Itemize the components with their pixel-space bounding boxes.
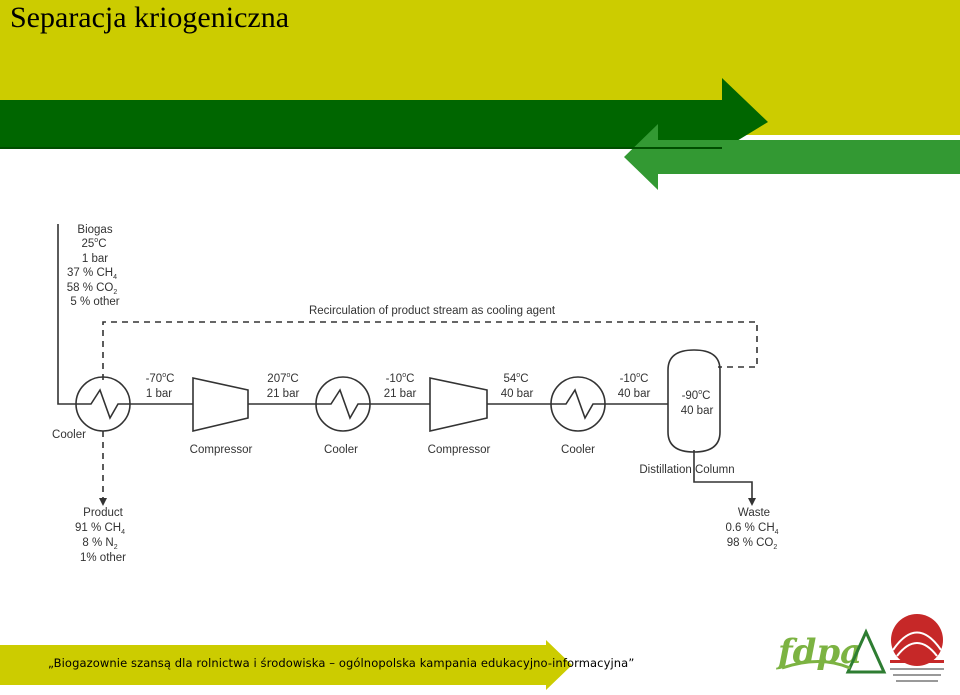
product-label: Product: [83, 507, 123, 519]
unit-label-cooler-1: Cooler: [52, 429, 86, 441]
dark-green-arrow: [0, 78, 768, 150]
waste-outlet-line: [693, 450, 753, 500]
column-pressure: 40 bar: [681, 405, 714, 417]
biogas-co2: 58 % CO2: [67, 282, 118, 296]
stream-2-pressure: 21 bar: [267, 388, 300, 400]
stream-4-temp: 54oC: [503, 372, 528, 385]
stream-3-pressure: 21 bar: [384, 388, 417, 400]
stream-1-temp: -70oC: [146, 372, 175, 385]
footer-text: „Biogazownie szansą dla rolnictwa i środ…: [48, 656, 635, 670]
footer-arrow: [0, 640, 572, 690]
process-diagram: [57, 224, 758, 500]
stream-5-temp: -10oC: [620, 372, 649, 385]
biogas-temp: 25oC: [81, 237, 106, 250]
cooler-1: [75, 376, 131, 432]
product-arrowhead: [99, 498, 107, 506]
stream-3-temp: -10oC: [386, 372, 415, 385]
stream-5-pressure: 40 bar: [618, 388, 651, 400]
compressor-2: [429, 377, 488, 433]
arrow-shadow: [0, 147, 722, 149]
unit-label-compressor-1: Compressor: [190, 444, 253, 456]
fdpa-logo: fdpa: [776, 628, 887, 674]
slide-title: Separacja kriogeniczna: [10, 1, 290, 34]
waste-co2: 98 % CO2: [727, 537, 778, 551]
biogas-ch4: 37 % CH4: [67, 267, 117, 281]
unit-label-compressor-2: Compressor: [428, 444, 491, 456]
biogas-other: 5 % other: [70, 296, 119, 308]
column-temp: -90oC: [682, 389, 711, 402]
unit-label-distillation-column: Distillation Column: [639, 464, 734, 476]
waste-label: Waste: [738, 507, 770, 519]
waste-arrowhead: [748, 498, 756, 506]
biogas-label: Biogas: [77, 224, 112, 236]
header-band: [0, 0, 960, 100]
recirculation-label: Recirculation of product stream as cooli…: [309, 305, 556, 317]
product-other: 1% other: [80, 552, 126, 564]
cooler-3: [550, 376, 606, 432]
emblem-logo: [890, 614, 944, 682]
biogas-pressure: 1 bar: [82, 253, 108, 265]
unit-label-cooler-2: Cooler: [324, 444, 358, 456]
compressor-1: [192, 377, 249, 433]
cooler-2: [315, 376, 371, 432]
unit-label-cooler-3: Cooler: [561, 444, 595, 456]
light-green-arrow: [624, 124, 960, 190]
waste-ch4: 0.6 % CH4: [725, 522, 778, 536]
stream-2-temp: 207oC: [267, 372, 298, 385]
distillation-column: [667, 349, 721, 453]
product-ch4: 91 % CH4: [75, 522, 125, 536]
product-n2: 8 % N2: [82, 537, 117, 551]
recirculation-line: [102, 321, 758, 380]
stream-4-pressure: 40 bar: [501, 388, 534, 400]
biogas-inlet-line: [57, 224, 76, 405]
stream-1-pressure: 1 bar: [146, 388, 172, 400]
